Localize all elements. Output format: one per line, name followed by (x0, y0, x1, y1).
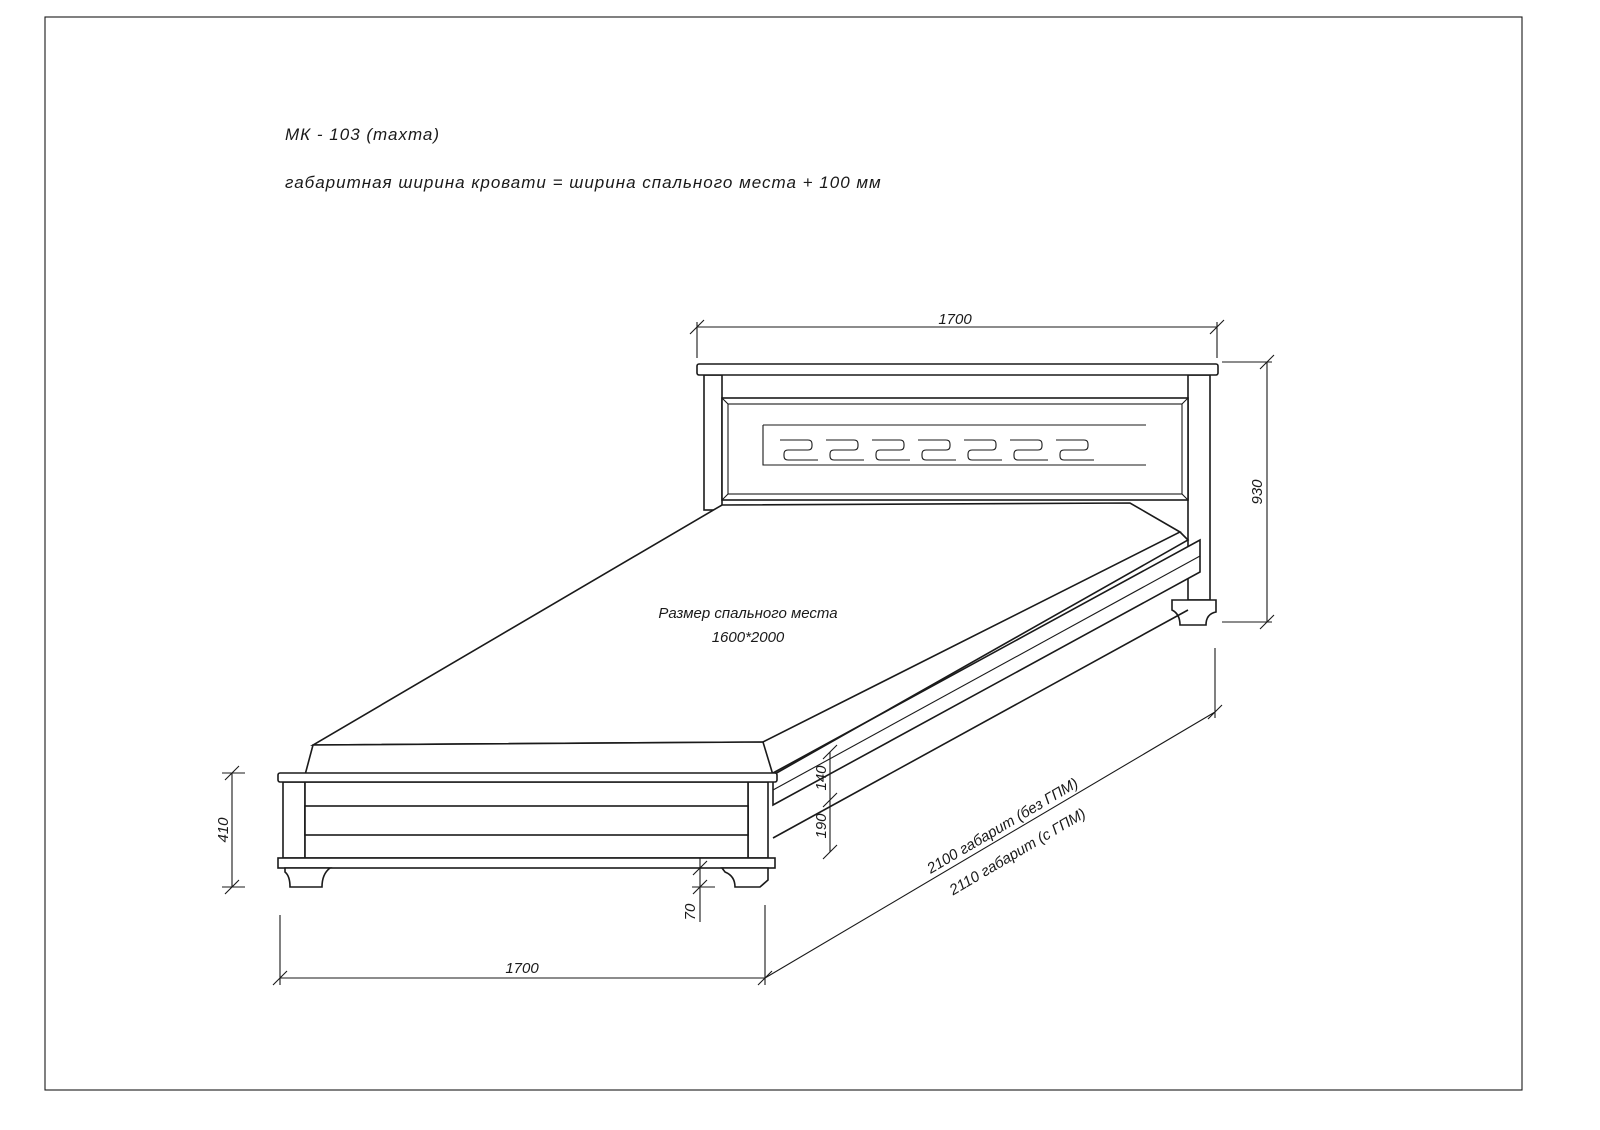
dimension-headboard-height: 930 (1222, 354, 1275, 630)
greek-key-ornament (762, 424, 1146, 466)
dim-label: 140 (813, 765, 830, 791)
headboard-panel (721, 397, 1189, 501)
dim-label: 1700 (505, 960, 539, 977)
dim-label: 410 (215, 817, 232, 843)
dimension-footboard-height: 410 (215, 765, 245, 895)
mattress: Размер спального места 1600*2000 (303, 502, 1190, 776)
dimension-leg-height: 70 (682, 858, 715, 922)
footboard-right-leg (720, 867, 769, 888)
dim-label: 930 (1249, 479, 1266, 505)
footboard-cap (277, 772, 778, 783)
dimension-headboard-width: 1700 (689, 311, 1225, 358)
drawing-subtitle: габаритная ширина кровати = ширина спаль… (285, 173, 882, 192)
headboard-cap (696, 363, 1219, 376)
headboard-left-post (703, 374, 723, 511)
dimension-footboard-width: 1700 (272, 905, 773, 986)
mattress-size: 1600*2000 (712, 629, 785, 646)
dim-label: 1700 (938, 311, 972, 328)
drawing-frame (44, 16, 1523, 1091)
dim-label: 190 (813, 813, 830, 839)
mattress-top (310, 502, 1182, 746)
headboard-leg (1171, 599, 1217, 626)
mattress-front (303, 741, 775, 776)
dimension-rail-height: 140 190 (813, 744, 838, 860)
dim-label: 70 (682, 903, 699, 920)
footboard-left-leg (284, 867, 333, 888)
drawing-title: МК - 103 (тахта) (285, 125, 440, 144)
footboard-panel (304, 805, 749, 836)
footboard-bottom-rail (277, 857, 776, 869)
side-rail (772, 538, 1201, 839)
mattress-label: Размер спального места (658, 605, 837, 622)
headboard-panel-inner (727, 403, 1183, 495)
footboard (277, 772, 778, 888)
